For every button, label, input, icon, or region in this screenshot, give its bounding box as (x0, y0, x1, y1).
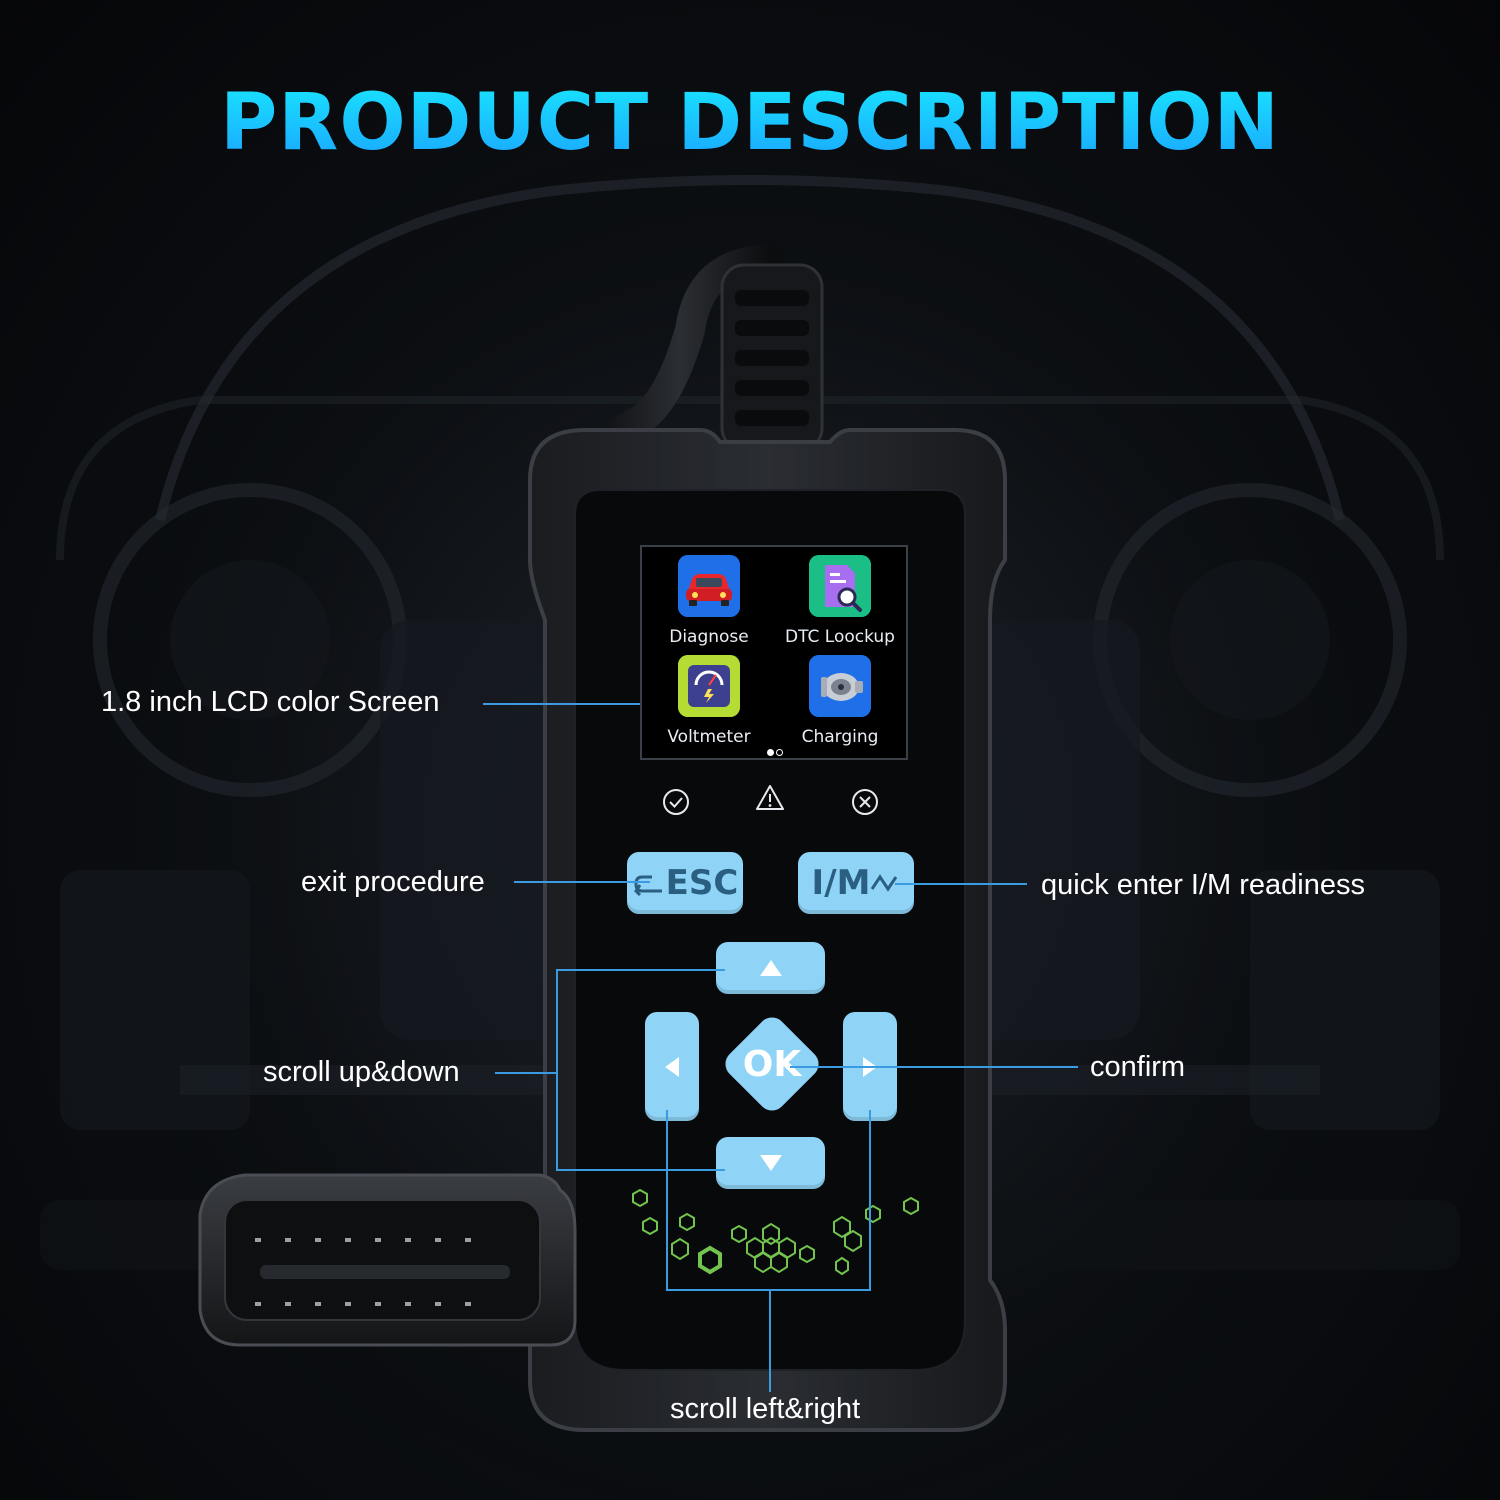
im-label: I/M (811, 863, 871, 903)
app-dtc-lookup[interactable]: DTC Loockup (780, 555, 900, 647)
app-charging[interactable]: Charging (780, 655, 900, 747)
im-readiness-button[interactable]: I/M (798, 852, 914, 914)
lcd-screen: Diagnose DTC Loockup Voltmeter (640, 545, 908, 760)
document-search-icon (809, 555, 871, 617)
page-title: PRODUCT DESCRIPTION (0, 78, 1500, 168)
app-label: Diagnose (669, 627, 749, 647)
check-circle-icon (663, 789, 689, 815)
esc-button[interactable]: ESC (627, 852, 743, 914)
arrow-right-icon (863, 1056, 877, 1077)
callout-leftright: scroll left&right (670, 1393, 861, 1425)
callout-im: quick enter I/M readiness (1041, 869, 1365, 901)
page-indicator (766, 743, 784, 761)
x-circle-icon (852, 789, 878, 815)
strain-relief (720, 263, 824, 452)
engine-icon (809, 655, 871, 717)
app-voltmeter[interactable]: Voltmeter (649, 655, 769, 747)
right-button[interactable] (843, 1012, 897, 1121)
wave-icon (871, 874, 898, 892)
arrow-up-icon (759, 960, 782, 976)
app-label: Voltmeter (667, 727, 751, 747)
page-dot-active (767, 749, 774, 756)
arrow-left-icon (665, 1056, 679, 1077)
return-arrow-icon (633, 875, 662, 897)
app-label: DTC Loockup (785, 627, 895, 647)
app-label: Charging (801, 727, 879, 747)
callout-updown: scroll up&down (263, 1056, 460, 1088)
left-button[interactable] (645, 1012, 699, 1121)
down-button[interactable] (716, 1137, 825, 1189)
warning-icon (756, 785, 784, 810)
obd-connector (198, 1173, 577, 1347)
callout-confirm: confirm (1090, 1051, 1186, 1083)
voltmeter-icon (678, 655, 740, 717)
callout-lcd: 1.8 inch LCD color Screen (101, 686, 440, 718)
esc-label: ESC (665, 863, 739, 903)
arrow-down-icon (759, 1155, 782, 1171)
app-diagnose[interactable]: Diagnose (649, 555, 769, 647)
ok-label: OK (742, 1044, 802, 1085)
callout-exit: exit procedure (301, 866, 485, 898)
up-button[interactable] (716, 942, 825, 994)
page-dot (776, 749, 783, 756)
car-icon (678, 555, 740, 617)
